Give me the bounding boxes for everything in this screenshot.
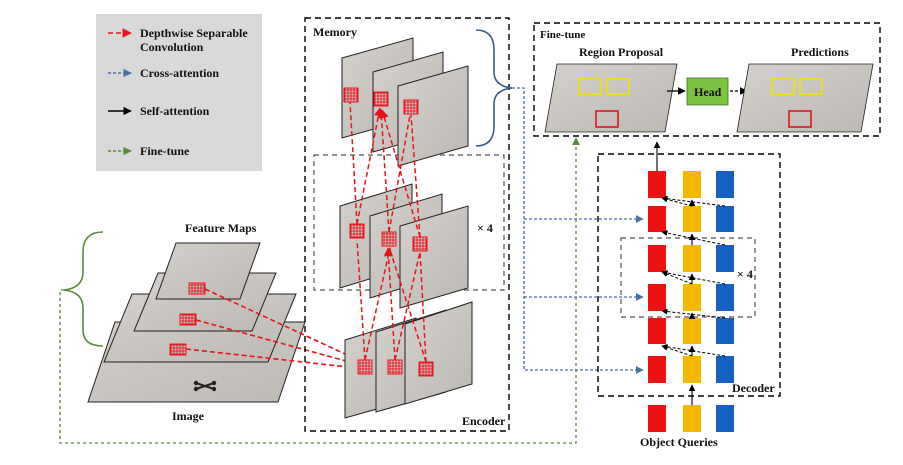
depthwise-arrows-encoder xyxy=(349,101,427,363)
drone-icon xyxy=(193,380,217,392)
legend: Depthwise Separable Convolution Cross-at… xyxy=(96,14,262,171)
prediction-box-yellow xyxy=(799,78,823,95)
conv-kernel-grid xyxy=(179,313,197,326)
memory-maps xyxy=(341,37,469,167)
prediction-box-yellow xyxy=(771,78,795,95)
image-label: Image xyxy=(172,409,205,423)
decoder-label: Decoder xyxy=(732,381,775,395)
conv-kernel-grid xyxy=(188,282,206,295)
feature-map-1 xyxy=(155,242,261,300)
repeat-count-decoder: × 4 xyxy=(737,267,753,281)
legend-item-depthwise: Depthwise Separable Convolution xyxy=(108,26,248,54)
legend-label-depthwise-2: Convolution xyxy=(140,40,204,54)
legend-label-fine-tune: Fine-tune xyxy=(140,144,190,158)
legend-item-cross-attention: Cross-attention xyxy=(108,66,219,80)
decoder-border xyxy=(597,153,781,397)
fine-tune-block: Fine-tune Region Proposal Predictions He… xyxy=(533,22,881,137)
head-box xyxy=(686,77,729,106)
fine-tune-title: Fine-tune xyxy=(540,29,585,41)
input-stack: Feature Maps Image xyxy=(63,221,359,423)
object-queries-label: Object Queries xyxy=(640,435,718,449)
predictions-image xyxy=(736,63,874,133)
query-blocks xyxy=(648,171,734,432)
encoder-block: Memory Encoder × 4 xyxy=(304,17,510,432)
region-proposal-image xyxy=(544,63,678,133)
proposal-box-yellow xyxy=(578,78,602,95)
fine-tune-arrow xyxy=(59,137,580,444)
repeat-count-encoder: × 4 xyxy=(477,221,493,235)
proposal-box-red xyxy=(595,110,619,128)
legend-background xyxy=(96,14,262,171)
proposal-box-yellow xyxy=(606,78,630,95)
legend-item-self-attention: Self-attention xyxy=(108,104,210,118)
fine-tune-border xyxy=(533,22,881,137)
feature-maps-label: Feature Maps xyxy=(185,221,257,235)
encoder-label: Encoder xyxy=(462,414,506,428)
cross-attention-arrows xyxy=(512,87,644,374)
conv-kernel-grid xyxy=(169,343,187,356)
self-attention-dashed-arrows xyxy=(661,195,726,357)
predictions-label: Predictions xyxy=(791,45,849,59)
decoder-block: × 4 Decoder xyxy=(597,141,781,449)
encoder-border xyxy=(304,17,510,432)
region-proposal-label: Region Proposal xyxy=(579,45,664,59)
memory-brace xyxy=(475,29,513,147)
self-attention-arrows xyxy=(653,141,696,405)
legend-label-depthwise-1: Depthwise Separable xyxy=(140,26,248,40)
memory-label: Memory xyxy=(313,25,357,39)
legend-label-cross-attention: Cross-attention xyxy=(140,66,219,80)
legend-item-fine-tune: Fine-tune xyxy=(108,144,190,158)
prediction-box-red xyxy=(788,110,812,128)
legend-label-self-attention: Self-attention xyxy=(140,104,210,118)
repeat-box-decoder xyxy=(620,237,756,318)
feature-maps-brace xyxy=(63,231,104,347)
depthwise-arrows-in xyxy=(185,288,359,372)
encoder-bottom-maps xyxy=(344,301,473,419)
head-label: Head xyxy=(694,85,722,99)
